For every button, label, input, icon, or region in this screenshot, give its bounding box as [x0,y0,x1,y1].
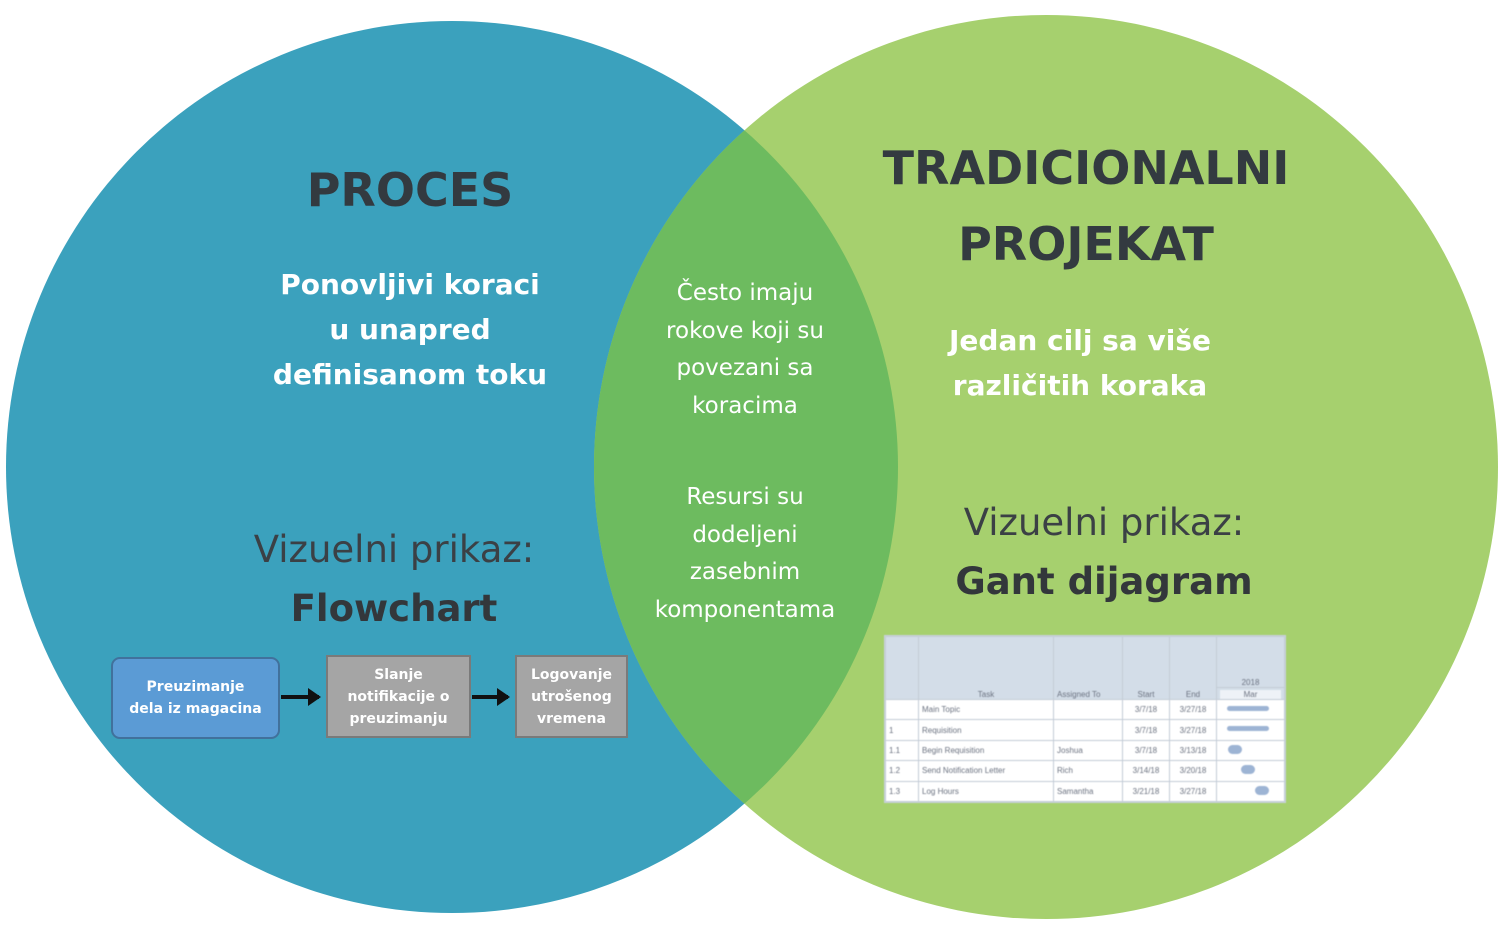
intersection-line: Resursi su [686,484,804,510]
gantt-cell-task: Begin Requisition [918,739,1054,762]
gantt-header-row: Task Assigned To Start End 2018 Mar [885,636,1285,700]
gantt-table: Task Assigned To Start End 2018 Mar Main… [885,636,1285,803]
project-visual-type: Gant dijagram [955,560,1253,603]
overlap-region [594,21,898,913]
gantt-cell-assigned: Rich [1053,760,1123,782]
gantt-cell-id [885,698,919,721]
intersection-line: dodeljeni [692,521,798,548]
gantt-summary-bar [1227,726,1269,732]
gantt-task-bar [1228,744,1242,754]
gantt-row: 1.3 Log Hours Samantha 3/21/18 3/27/18 [885,780,1285,803]
gantt-cell-start: 3/7/18 [1122,739,1170,762]
gantt-cell-start: 3/21/18 [1122,780,1170,803]
project-title-line: TRADICIONALNI [882,141,1290,195]
process-title: PROCES [306,163,514,217]
gantt-col-assigned: Assigned To [1053,636,1123,700]
gantt-cell-bar [1216,719,1285,741]
process-description-line: definisanom toku [272,358,548,391]
flowchart-arrow [472,688,510,706]
flowchart-step-3: Logovanje utrošenog vremena [515,655,628,738]
gantt-col-end: End [1169,636,1217,700]
intersection-line: rokove koji su [666,317,824,344]
intersection-line: komponentama [654,596,836,623]
gantt-cell-id: 1.3 [885,780,919,803]
gantt-row: 1.2 Send Notification Letter Rich 3/14/1… [885,760,1285,782]
gantt-cell-id: 1.1 [885,739,919,762]
gantt-col-start: Start [1122,636,1170,700]
gantt-month: Mar [1220,690,1281,699]
flowchart-step-2-line: notifikacije o [347,688,450,705]
process-description-line: Ponovljivi koraci [280,268,540,301]
gantt-row: Main Topic 3/7/18 3/27/18 [885,698,1285,721]
flowchart-step-2: Slanje notifikacije o preuzimanju [326,655,471,738]
gantt-cell-start: 3/14/18 [1122,760,1170,782]
gantt-summary-bar [1227,706,1269,711]
gantt-cell-bar [1216,698,1285,721]
gantt-col-timeline: 2018 Mar [1216,636,1285,700]
flowchart-step-3-line: vremena [536,710,606,727]
project-visual-label: Vizuelni prikaz: [963,501,1245,544]
flowchart-step-1-line: Preuzimanje [146,679,245,695]
gantt-cell-task: Log Hours [918,780,1054,803]
project-description: Jedan cilj sa više različitih koraka [880,318,1280,408]
project-title: TRADICIONALNI PROJEKAT [836,130,1336,282]
intersection-text-resources: Resursi su dodeljeni zasebnim komponenta… [605,479,885,629]
gantt-task-bar [1255,785,1269,795]
flowchart-step-3-line: Logovanje [530,666,612,683]
gantt-col-id [885,636,919,700]
gantt-cell-start: 3/7/18 [1122,698,1170,721]
intersection-line: povezani sa [676,355,814,381]
gantt-cell-assigned: Joshua [1053,739,1123,762]
gantt-chart-thumbnail: Task Assigned To Start End 2018 Mar Main… [884,635,1286,803]
gantt-cell-end: 3/13/18 [1169,739,1217,762]
flowchart-arrow [281,688,321,706]
flowchart-step-2-line: Slanje [374,666,423,683]
intersection-line: Često imaju [676,280,814,306]
gantt-cell-id: 1.2 [885,760,919,782]
process-visual-type: Flowchart [290,587,498,630]
project-description-line: Jedan cilj sa više [949,324,1211,357]
gantt-cell-bar [1216,760,1285,782]
gantt-cell-id: 1 [885,719,919,741]
intersection-text-deadlines: Često imaju rokove koji su povezani sa k… [605,275,885,425]
gantt-cell-bar [1216,780,1285,803]
gantt-cell-assigned: Samantha [1053,780,1123,803]
project-description-line: različitih koraka [952,369,1208,402]
flowchart-step-3-line: utrošenog [531,688,612,705]
gantt-cell-task: Send Notification Letter [918,760,1054,782]
gantt-row: 1.1 Begin Requisition Joshua 3/7/18 3/13… [885,739,1285,762]
gantt-task-bar [1241,765,1255,775]
process-description-line: u unapred [329,313,491,346]
project-title-line: PROJEKAT [958,217,1214,271]
gantt-row: 1 Requisition 3/7/18 3/27/18 [885,719,1285,741]
gantt-cell-task: Requisition [918,719,1054,741]
process-description: Ponovljivi koraci u unapred definisanom … [210,262,610,397]
flowchart-step-1: Preuzimanje dela iz magacina [111,657,280,739]
gantt-year: 2018 [1217,678,1284,688]
gantt-cell-task: Main Topic [918,698,1054,721]
process-visual-label: Vizuelni prikaz: [253,528,535,571]
gantt-cell-start: 3/7/18 [1122,719,1170,741]
gantt-cell-end: 3/27/18 [1169,719,1217,741]
gantt-cell-end: 3/27/18 [1169,698,1217,721]
gantt-cell-bar [1216,739,1285,762]
gantt-cell-end: 3/27/18 [1169,780,1217,803]
flowchart-step-2-line: preuzimanju [349,710,448,727]
gantt-cell-assigned [1053,719,1123,741]
gantt-col-task: Task [918,636,1054,700]
gantt-cell-end: 3/20/18 [1169,760,1217,782]
gantt-cell-assigned [1053,698,1123,721]
intersection-line: koracima [692,392,798,419]
flowchart-step-1-line: dela iz magacina [129,701,262,717]
intersection-line: zasebnim [689,559,801,585]
